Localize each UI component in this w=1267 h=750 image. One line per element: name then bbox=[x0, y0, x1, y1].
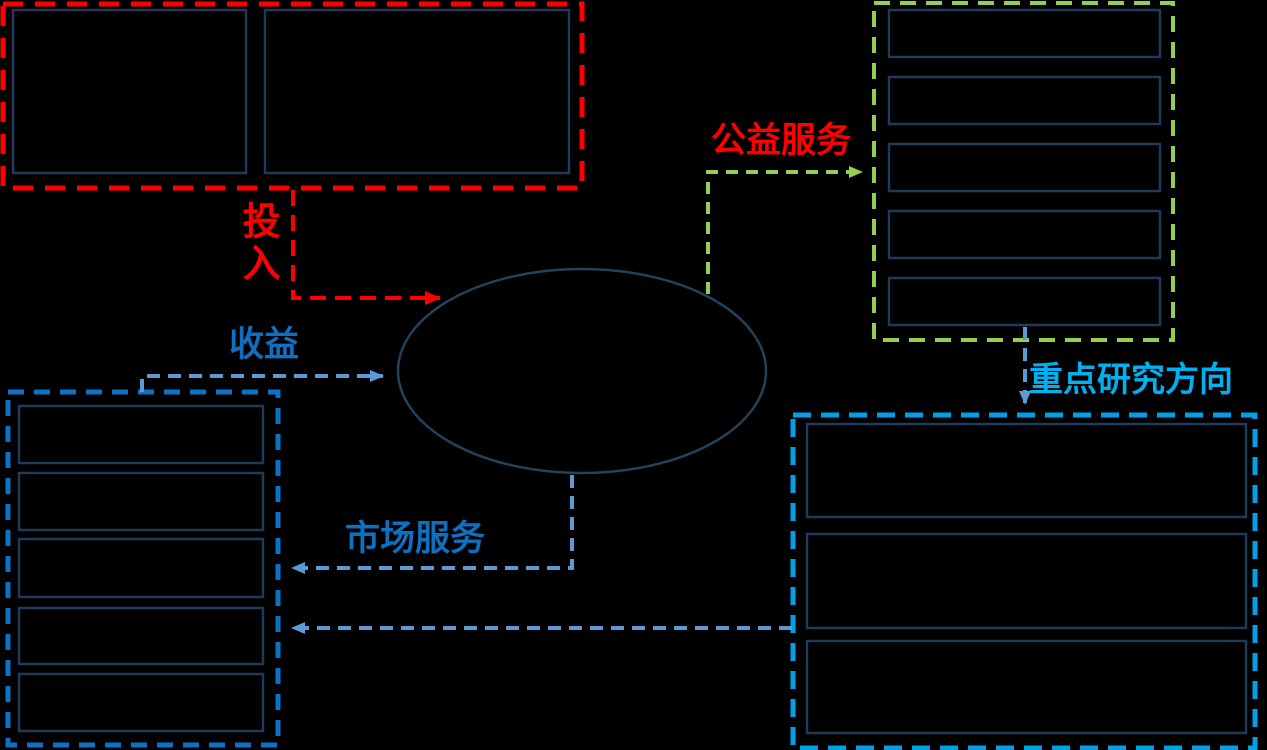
revenue-label: 收益 bbox=[229, 325, 300, 364]
research-item-box bbox=[805, 639, 1248, 735]
revenue-connector bbox=[140, 370, 384, 392]
research-item-box bbox=[805, 532, 1248, 630]
research-group-border bbox=[790, 412, 1258, 750]
public-service-item-box bbox=[887, 276, 1162, 327]
investor-box bbox=[11, 8, 248, 175]
market-service-item-box bbox=[17, 471, 265, 532]
bottom-right-research-group bbox=[790, 412, 1258, 750]
center-ellipse bbox=[396, 267, 768, 475]
market-service-item-box bbox=[17, 404, 265, 465]
public-service-item-box bbox=[887, 8, 1162, 59]
bottom-left-market-service-group bbox=[5, 389, 281, 748]
market-service-label: 市场服务 bbox=[345, 519, 486, 558]
public-service-item-box bbox=[887, 142, 1162, 193]
market-service-item-box bbox=[17, 672, 265, 733]
public-service-item-box bbox=[887, 75, 1162, 126]
public-service-item-box bbox=[887, 209, 1162, 260]
invest-label: 投入 bbox=[236, 201, 278, 285]
top-left-investor-group bbox=[0, 1, 585, 191]
market-service-connector bbox=[291, 475, 574, 574]
top-right-public-service-group bbox=[872, 1, 1175, 342]
invest-connector bbox=[291, 190, 441, 305]
public-service-label: 公益服务 bbox=[711, 121, 852, 160]
public-service-connector bbox=[706, 166, 863, 294]
market-service-item-box bbox=[17, 537, 265, 599]
key-research-label: 重点研究方向 bbox=[1029, 361, 1233, 399]
investor-group-border bbox=[0, 1, 585, 191]
investor-box bbox=[263, 8, 571, 175]
market-service-item-box bbox=[17, 606, 265, 666]
research-item-box bbox=[805, 422, 1248, 519]
